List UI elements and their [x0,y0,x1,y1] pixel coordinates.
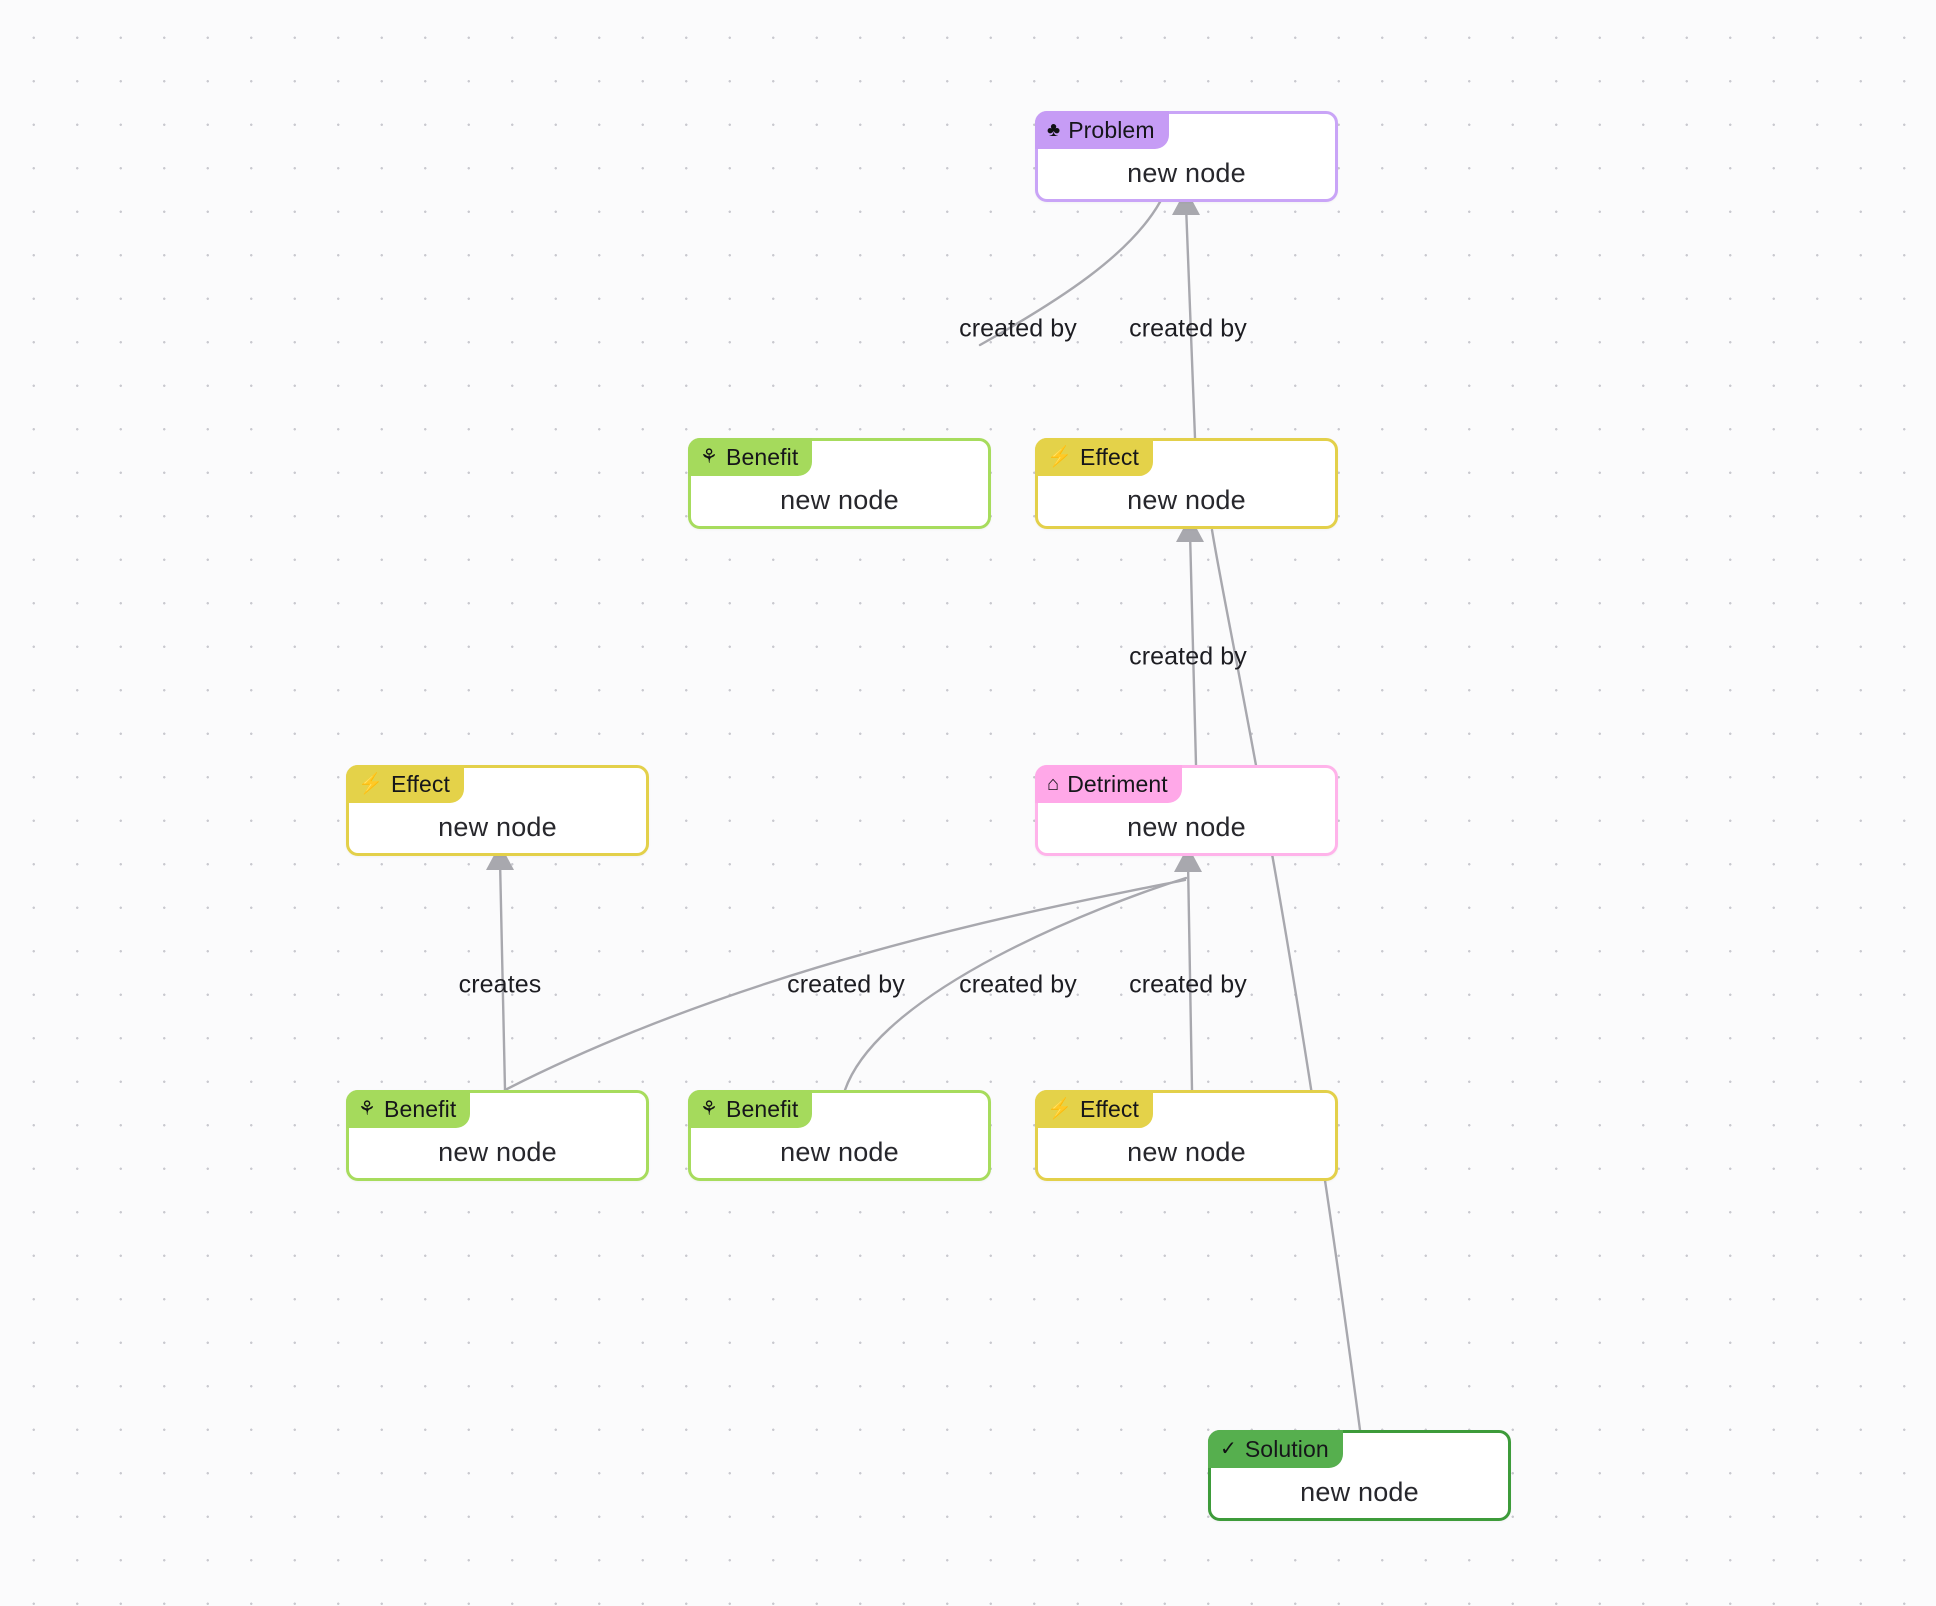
node-type-badge[interactable]: ⚡ Effect [1035,1090,1154,1128]
node-title[interactable]: new node [438,1137,557,1167]
node-title[interactable]: new node [780,1137,899,1167]
node-type-label: Detriment [1067,770,1168,797]
check-icon: ✓ [1220,1438,1237,1460]
flooded-house-icon: ⌂ [1047,773,1060,795]
node-problem-1[interactable]: ♣ Problem new node [1035,111,1338,202]
node-type-badge[interactable]: ⚡ Effect [1035,438,1154,476]
node-benefit-2[interactable]: ⚘ Benefit new node [346,1090,649,1181]
edge-label[interactable]: created by [787,970,905,999]
node-effect-3[interactable]: ⚡ Effect new node [1035,1090,1338,1181]
node-type-label: Solution [1244,1435,1329,1462]
node-type-badge[interactable]: ⌂ Detriment [1035,765,1182,803]
node-type-badge[interactable]: ⚡ Effect [346,765,465,803]
node-type-label: Benefit [384,1095,457,1122]
edge-label[interactable]: created by [1129,642,1247,671]
node-type-badge[interactable]: ♣ Problem [1035,111,1169,149]
node-type-badge[interactable]: ⚘ Benefit [346,1090,471,1128]
node-title[interactable]: new node [1127,158,1246,188]
node-type-label: Effect [391,770,451,797]
node-type-label: Problem [1068,116,1155,143]
flower-icon: ⚘ [700,1098,719,1120]
node-title[interactable]: new node [780,485,899,515]
lightning-bolt-icon: ⚡ [1047,1098,1073,1120]
node-title[interactable]: new node [1127,485,1246,515]
node-detriment-1[interactable]: ⌂ Detriment new node [1035,765,1338,856]
flower-icon: ⚘ [358,1098,377,1120]
node-benefit-1[interactable]: ⚘ Benefit new node [688,438,991,529]
edge-label[interactable]: created by [959,970,1077,999]
node-title[interactable]: new node [438,812,557,842]
lightning-bolt-icon: ⚡ [1047,446,1073,468]
node-benefit-3[interactable]: ⚘ Benefit new node [688,1090,991,1181]
node-type-badge[interactable]: ⚘ Benefit [688,438,813,476]
flower-icon: ⚘ [700,446,719,468]
node-solution-1[interactable]: ✓ Solution new node [1208,1430,1511,1521]
node-title[interactable]: new node [1127,812,1246,842]
node-type-label: Effect [1080,1095,1140,1122]
edge-label[interactable]: created by [959,314,1077,343]
node-title[interactable]: new node [1300,1477,1419,1507]
edge-label[interactable]: creates [458,970,542,999]
node-effect-2[interactable]: ⚡ Effect new node [346,765,649,856]
node-type-label: Effect [1080,443,1140,470]
lightning-bolt-icon: ⚡ [358,773,384,795]
node-type-badge[interactable]: ⚘ Benefit [688,1090,813,1128]
node-title[interactable]: new node [1127,1137,1246,1167]
puzzle-piece-icon: ♣ [1047,119,1061,141]
node-type-label: Benefit [726,443,799,470]
edge-label[interactable]: created by [1129,970,1247,999]
edge-label[interactable]: created by [1129,314,1247,343]
node-type-label: Benefit [726,1095,799,1122]
node-effect-1[interactable]: ⚡ Effect new node [1035,438,1338,529]
node-type-badge[interactable]: ✓ Solution [1208,1430,1343,1468]
